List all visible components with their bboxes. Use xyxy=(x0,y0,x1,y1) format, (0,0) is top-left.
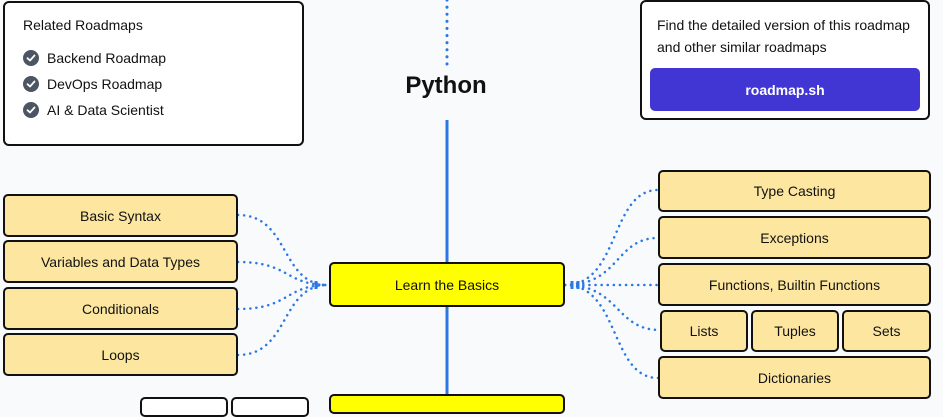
related-item-devops[interactable]: DevOps Roadmap xyxy=(23,71,284,97)
node-tuples[interactable]: Tuples xyxy=(751,310,839,352)
connector-lists xyxy=(563,283,662,332)
promo-text: Find the detailed version of this roadma… xyxy=(657,17,910,55)
connector-exceptions xyxy=(563,236,660,287)
promo-panel: Find the detailed version of this roadma… xyxy=(640,0,930,120)
connector-dictionaries xyxy=(563,283,660,380)
check-circle-icon xyxy=(23,102,39,118)
node-variables-and-data-types[interactable]: Variables and Data Types xyxy=(3,240,238,283)
related-roadmaps-title: Related Roadmaps xyxy=(23,17,143,33)
related-item-label: DevOps Roadmap xyxy=(47,76,163,92)
roadmap-sh-button[interactable]: roadmap.sh xyxy=(650,68,920,111)
related-item-ai-data-scientist[interactable]: AI & Data Scientist xyxy=(23,97,284,123)
connector-loops xyxy=(236,283,330,357)
node-loops[interactable]: Loops xyxy=(3,333,238,376)
node-partial-next-main[interactable] xyxy=(329,394,565,414)
node-dictionaries[interactable]: Dictionaries xyxy=(658,356,931,399)
node-exceptions[interactable]: Exceptions xyxy=(658,216,931,259)
connector-conditionals xyxy=(236,283,330,311)
node-type-casting[interactable]: Type Casting xyxy=(658,170,931,212)
node-partial-bottom-1[interactable] xyxy=(140,397,228,417)
node-partial-bottom-2[interactable] xyxy=(231,397,309,417)
related-item-label: Backend Roadmap xyxy=(47,50,167,66)
node-sets[interactable]: Sets xyxy=(842,310,931,352)
node-lists[interactable]: Lists xyxy=(660,310,748,352)
check-circle-icon xyxy=(23,76,39,92)
related-item-label: AI & Data Scientist xyxy=(47,102,164,118)
related-roadmaps-panel: Related Roadmaps Backend Roadmap DevOps … xyxy=(3,1,304,146)
roadmap-title: Python xyxy=(405,72,487,99)
node-functions-builtin-functions[interactable]: Functions, Builtin Functions xyxy=(658,263,931,306)
connector-type-casting xyxy=(563,188,660,287)
connector-variables xyxy=(236,260,330,287)
roadmap-canvas: Related Roadmaps Backend Roadmap DevOps … xyxy=(3,0,931,417)
related-item-backend[interactable]: Backend Roadmap xyxy=(23,45,284,71)
node-learn-the-basics[interactable]: Learn the Basics xyxy=(329,262,565,307)
connector-basic-syntax xyxy=(236,213,330,287)
node-conditionals[interactable]: Conditionals xyxy=(3,287,238,330)
node-basic-syntax[interactable]: Basic Syntax xyxy=(3,194,238,237)
check-circle-icon xyxy=(23,50,39,66)
